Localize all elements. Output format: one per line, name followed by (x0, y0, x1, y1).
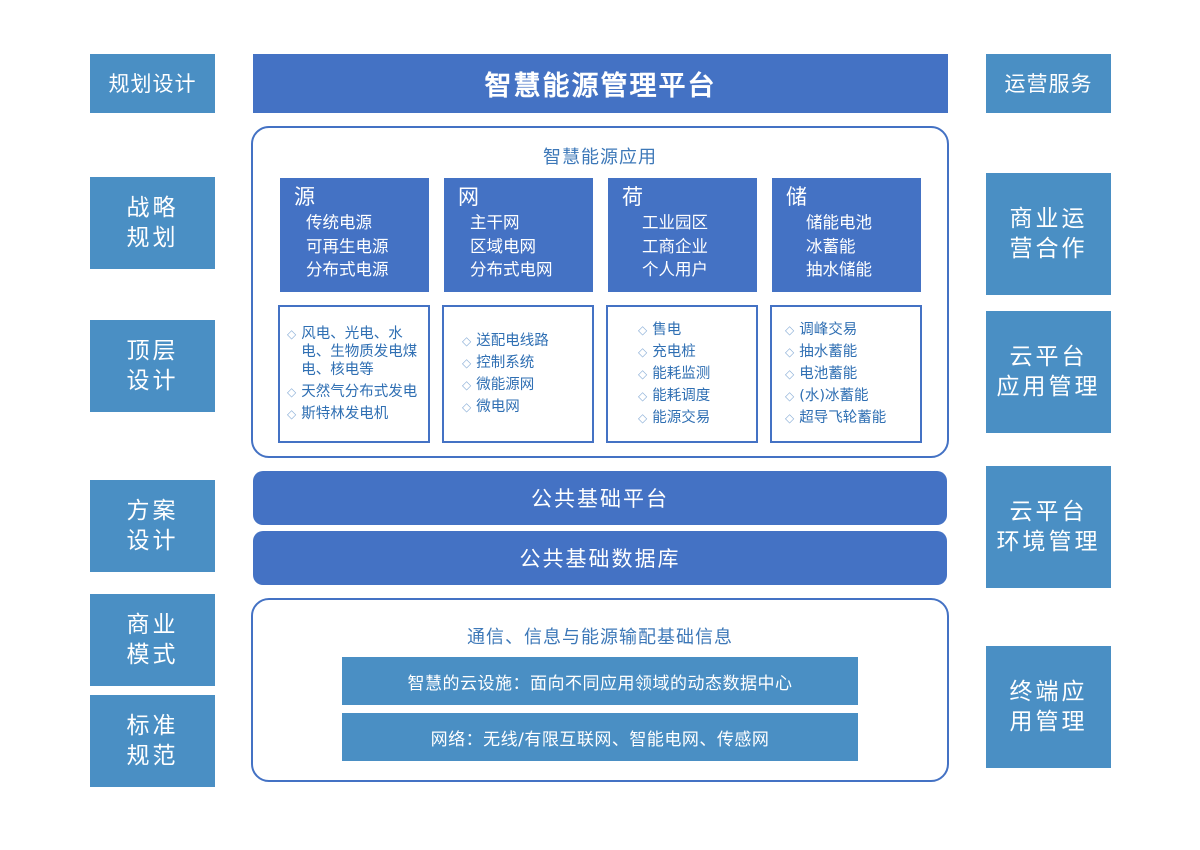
detail-item: ◇调峰交易 (785, 322, 858, 338)
category-item: 工商企业 (642, 236, 708, 256)
category-item: 储能电池 (806, 213, 872, 232)
diamond-bullet-icon: ◇ (638, 411, 648, 425)
category-item: 冰蓄能 (806, 236, 856, 256)
infrastructure-title: 通信、信息与能源输配基础信息 (467, 627, 733, 648)
category-item: 区域电网 (470, 236, 536, 256)
detail-item: ◇超导飞轮蓄能 (785, 410, 887, 426)
diamond-bullet-icon: ◇ (785, 323, 795, 337)
category-source: 源 传统电源 可再生电源 分布式电源 (280, 178, 429, 292)
network-bar: 网络：无线/有限互联网、智能电网、传感网 (342, 713, 858, 761)
detail-item: ◇能源交易 (638, 410, 711, 426)
diamond-bullet-icon: ◇ (785, 389, 795, 403)
terminal-app-management-box: 终端应 用管理 (986, 646, 1111, 768)
diamond-bullet-icon: ◇ (462, 378, 472, 392)
category-grid: 网 主干网 区域电网 分布式电网 (444, 178, 593, 292)
category-load: 荷 工业园区 工商企业 个人用户 (608, 178, 757, 292)
operation-service-label: 运营服务 (986, 54, 1111, 113)
detail-source: ◇风电、光电、水电、生物质发电煤电、核电等 ◇天然气分布式发电 ◇斯特林发电机 (278, 305, 430, 443)
scheme-design-box: 方案 设计 (90, 480, 215, 572)
strategy-planning-box: 战略 规划 (90, 177, 215, 269)
category-head: 网 (458, 185, 479, 209)
public-platform-bar: 公共基础平台 (253, 471, 947, 525)
diamond-bullet-icon: ◇ (638, 367, 648, 381)
category-storage: 储 储能电池 冰蓄能 抽水储能 (772, 178, 921, 292)
diamond-bullet-icon: ◇ (462, 400, 472, 414)
applications-title: 智慧能源应用 (543, 147, 657, 168)
detail-storage: ◇调峰交易 ◇抽水蓄能 ◇电池蓄能 ◇(水)冰蓄能 ◇超导飞轮蓄能 (770, 305, 922, 443)
diamond-bullet-icon: ◇ (638, 323, 648, 337)
cloud-app-management-box: 云平台 应用管理 (986, 311, 1111, 433)
detail-item: ◇抽水蓄能 (785, 344, 858, 360)
category-head: 源 (294, 185, 315, 209)
platform-title: 智慧能源管理平台 (253, 54, 948, 113)
diamond-bullet-icon: ◇ (638, 345, 648, 359)
diamond-bullet-icon: ◇ (287, 385, 297, 399)
cloud-facility-bar: 智慧的云设施：面向不同应用领域的动态数据中心 (342, 657, 858, 705)
category-head: 荷 (622, 185, 643, 209)
diamond-bullet-icon: ◇ (462, 356, 472, 370)
diamond-bullet-icon: ◇ (287, 407, 297, 421)
detail-item: ◇(水)冰蓄能 (785, 388, 869, 404)
category-item: 分布式电源 (306, 260, 389, 279)
diamond-bullet-icon: ◇ (638, 389, 648, 403)
category-item: 传统电源 (306, 213, 372, 232)
detail-item: ◇微能源网 (462, 377, 535, 393)
category-item: 主干网 (470, 213, 520, 232)
diamond-bullet-icon: ◇ (785, 411, 795, 425)
detail-item: ◇售电 (638, 322, 682, 338)
detail-item: ◇斯特林发电机 (287, 406, 389, 422)
diamond-bullet-icon: ◇ (785, 345, 795, 359)
detail-item: ◇风电、光电、水电、生物质发电煤电、核电等 (287, 326, 418, 378)
public-database-bar: 公共基础数据库 (253, 531, 947, 585)
category-item: 工业园区 (642, 213, 708, 232)
detail-item: ◇微电网 (462, 399, 520, 415)
detail-item: ◇天然气分布式发电 (287, 384, 418, 400)
top-level-design-box: 顶层 设计 (90, 320, 215, 412)
standards-box: 标准 规范 (90, 695, 215, 787)
diamond-bullet-icon: ◇ (462, 334, 472, 348)
diamond-bullet-icon: ◇ (287, 327, 297, 341)
category-head: 储 (786, 185, 807, 209)
category-item: 可再生电源 (306, 236, 389, 256)
detail-item: ◇送配电线路 (462, 333, 549, 349)
diamond-bullet-icon: ◇ (785, 367, 795, 381)
detail-item: ◇控制系统 (462, 355, 535, 371)
detail-load: ◇售电 ◇充电桩 ◇能耗监测 ◇能耗调度 ◇能源交易 (606, 305, 758, 443)
cloud-env-management-box: 云平台 环境管理 (986, 466, 1111, 588)
detail-item: ◇电池蓄能 (785, 366, 858, 382)
category-item: 抽水储能 (806, 260, 872, 279)
category-item: 个人用户 (642, 260, 708, 279)
business-model-box: 商业 模式 (90, 594, 215, 686)
detail-item: ◇能耗调度 (638, 388, 711, 404)
detail-item: ◇充电桩 (638, 344, 696, 360)
detail-grid: ◇送配电线路 ◇控制系统 ◇微能源网 ◇微电网 (442, 305, 594, 443)
category-item: 分布式电网 (470, 260, 553, 279)
business-cooperation-box: 商业运 营合作 (986, 173, 1111, 295)
detail-item: ◇能耗监测 (638, 366, 711, 382)
planning-design-label: 规划设计 (90, 54, 215, 113)
